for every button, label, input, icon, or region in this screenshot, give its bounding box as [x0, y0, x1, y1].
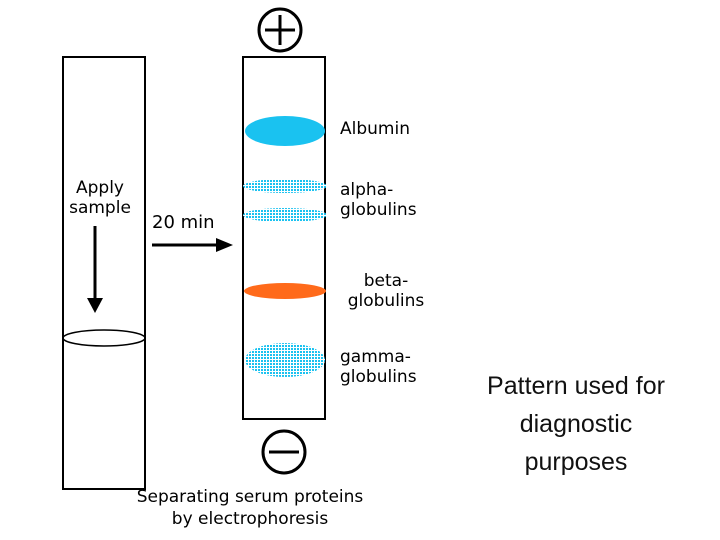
apply-label-line-1: Apply	[76, 178, 124, 198]
alpha-label-line-1: alpha-	[340, 180, 394, 200]
apply-sample-label: Apply sample	[60, 178, 140, 218]
albumin-label: Albumin	[340, 119, 410, 139]
negative-electrode-icon	[261, 429, 307, 475]
down-arrow-icon	[87, 298, 103, 313]
figure-caption: Separating serum proteins by electrophor…	[90, 486, 410, 530]
diagnostic-caption: Pattern used for diagnostic purposes	[460, 367, 692, 481]
sample-strip-before	[62, 56, 146, 490]
gamma-globulins-label: gamma- globulins	[340, 347, 417, 387]
gamma-label-line-2: globulins	[340, 367, 417, 387]
beta-globulin-band	[244, 283, 326, 299]
timing-label: 20 min	[152, 212, 215, 233]
diagnostic-caption-line-1: Pattern used for	[487, 372, 665, 400]
alpha-label-line-2: globulins	[340, 200, 417, 220]
alpha1-globulin-band	[243, 179, 327, 193]
beta-label-line-2: globulins	[347, 291, 425, 311]
alpha2-globulin-band	[243, 208, 327, 222]
beta-label-line-1: beta-	[363, 271, 409, 291]
applied-sample-band	[62, 329, 146, 347]
figure-caption-line-2: by electrophoresis	[171, 509, 329, 529]
beta-globulins-label: beta- globulins	[340, 271, 432, 311]
diagnostic-caption-line-3: purposes	[524, 448, 628, 476]
gamma-globulin-band	[245, 343, 325, 377]
figure-caption-line-1: Separating serum proteins	[136, 487, 364, 507]
apply-label-line-2: sample	[69, 198, 131, 218]
gamma-label-line-1: gamma-	[340, 347, 411, 367]
diagnostic-caption-line-2: diagnostic	[519, 410, 633, 438]
albumin-label-line-1: Albumin	[340, 119, 410, 139]
positive-electrode-icon	[257, 7, 303, 53]
albumin-band	[245, 116, 325, 146]
alpha-globulins-label: alpha- globulins	[340, 180, 417, 220]
right-arrow-icon	[216, 238, 233, 252]
